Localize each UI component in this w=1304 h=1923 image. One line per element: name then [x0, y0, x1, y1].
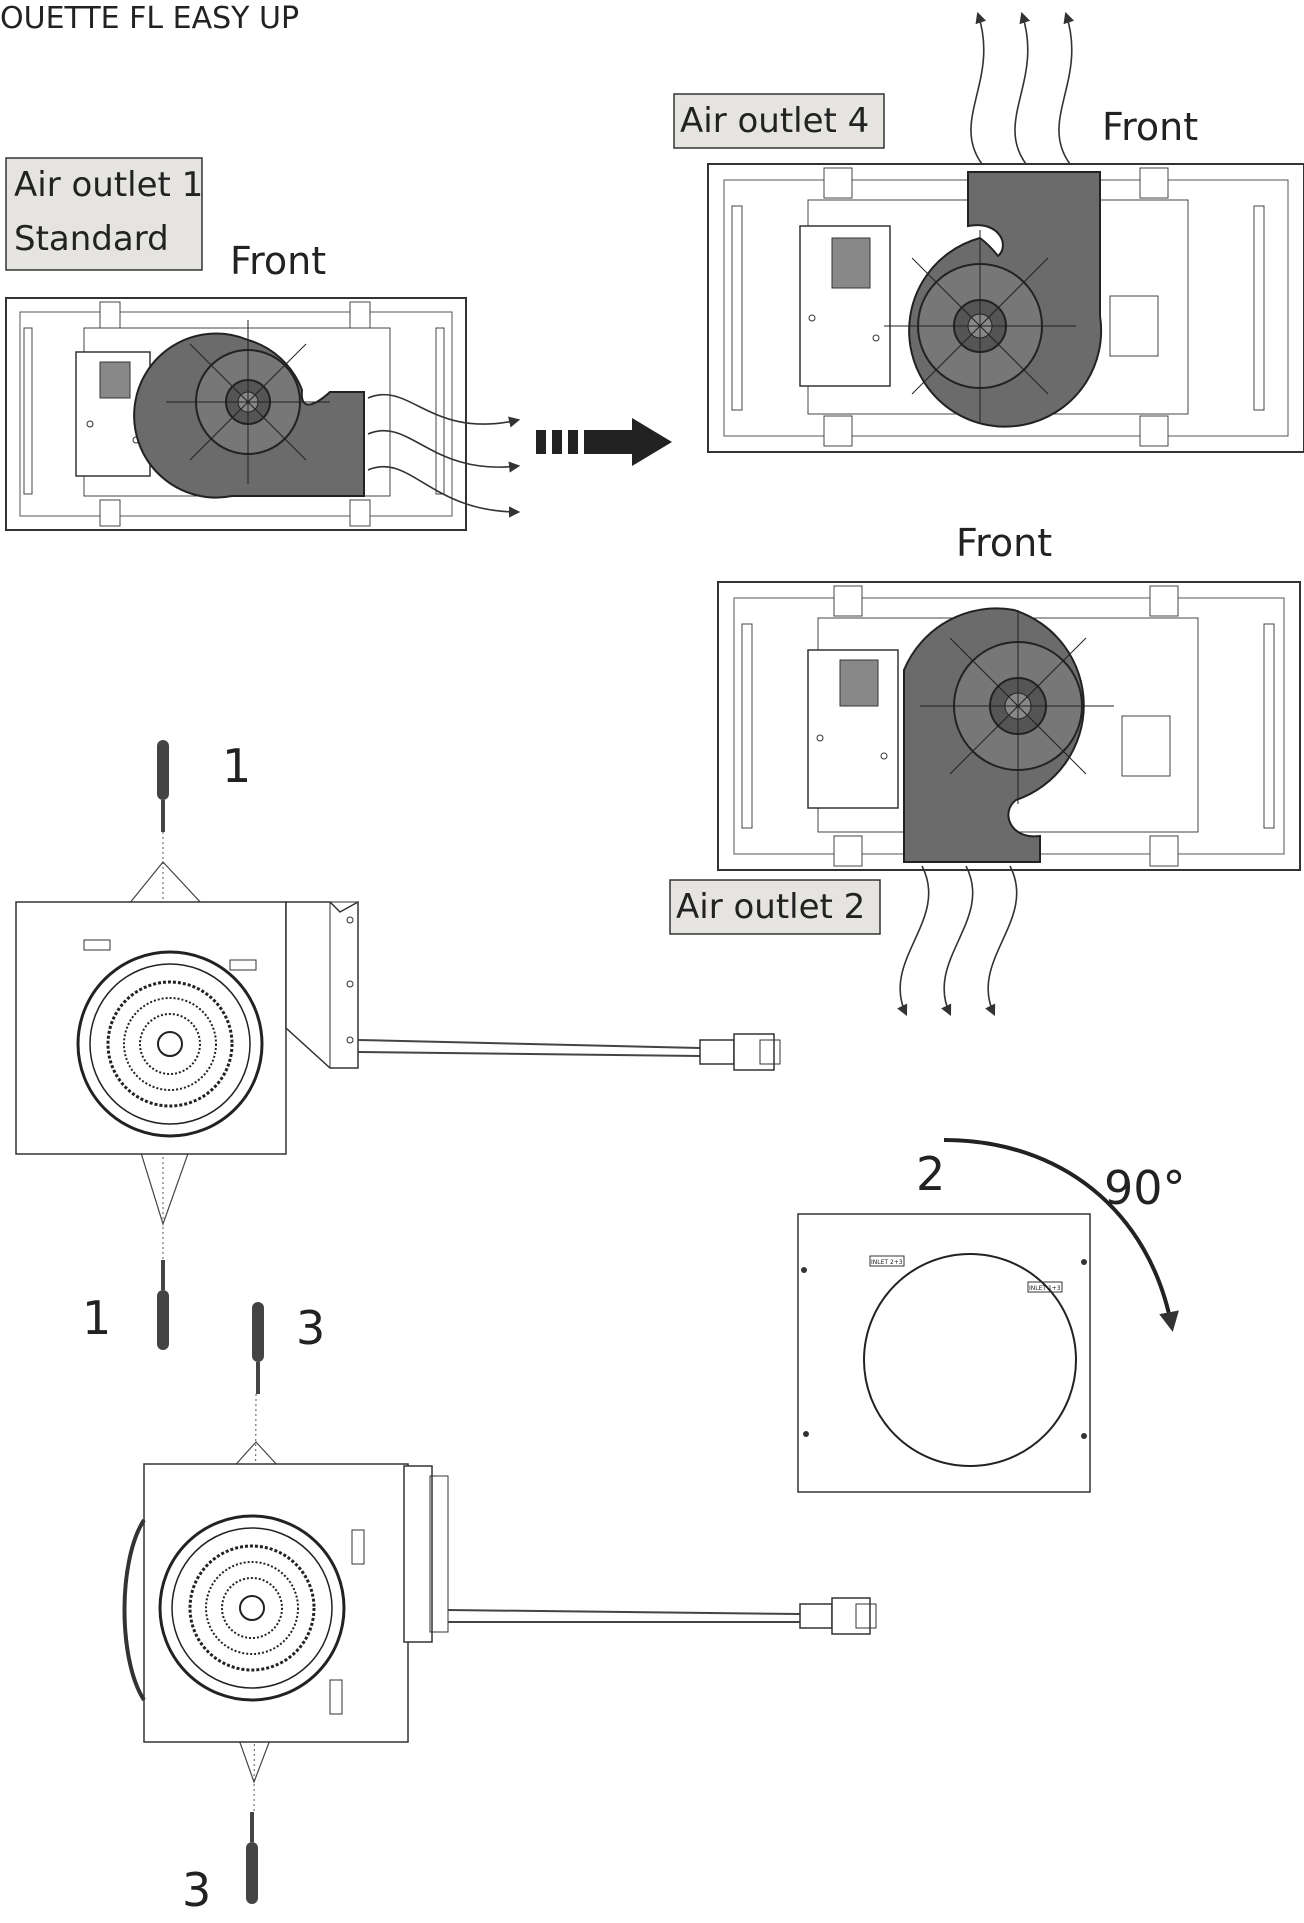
page-title: OUETTE FL EASY UP: [0, 1, 299, 36]
hood-outlet-4: [707, 11, 1304, 453]
label-outlet-4-text: Air outlet 4: [680, 101, 869, 141]
label-air-outlet-2: Air outlet 2: [669, 879, 881, 935]
step-2-plate: INLET 2+3 INLET 1+3: [797, 1138, 1179, 1493]
step-3-top-number: 3: [296, 1301, 325, 1355]
step-3-bottom-number: 3: [182, 1863, 211, 1917]
screwdriver-icon: [252, 1302, 264, 1394]
label-air-outlet-1: Air outlet 1 Standard: [5, 157, 203, 271]
label-front-4: Front: [1102, 105, 1198, 149]
screwdriver-icon: [157, 740, 169, 832]
label-outlet-2-text: Air outlet 2: [676, 887, 865, 927]
inlet-side-mark: INLET 1+3: [1029, 1285, 1061, 1292]
hood-outlet-1: [5, 297, 521, 531]
rotation-arrow: [943, 1138, 1179, 1332]
label-front-1: Front: [230, 239, 326, 283]
step-3-blower-unit: [122, 1302, 877, 1904]
transition-arrow: [536, 418, 672, 466]
label-outlet-1-line1: Air outlet 1: [14, 165, 203, 205]
step-2-number: 2: [916, 1147, 945, 1201]
hood-outlet-2: [717, 581, 1301, 1017]
inlet-top-mark: INLET 2+3: [871, 1259, 903, 1266]
step-1-bottom-number: 1: [82, 1291, 111, 1345]
screwdriver-icon: [157, 1260, 169, 1350]
step-1-top-number: 1: [222, 739, 251, 793]
screwdriver-icon: [246, 1812, 258, 1904]
label-outlet-1-line2: Standard: [14, 219, 169, 259]
step-1-blower-unit: [15, 740, 781, 1350]
label-air-outlet-4: Air outlet 4: [673, 93, 885, 149]
label-front-2: Front: [956, 521, 1052, 565]
rotation-angle-label: 90°: [1104, 1161, 1186, 1215]
